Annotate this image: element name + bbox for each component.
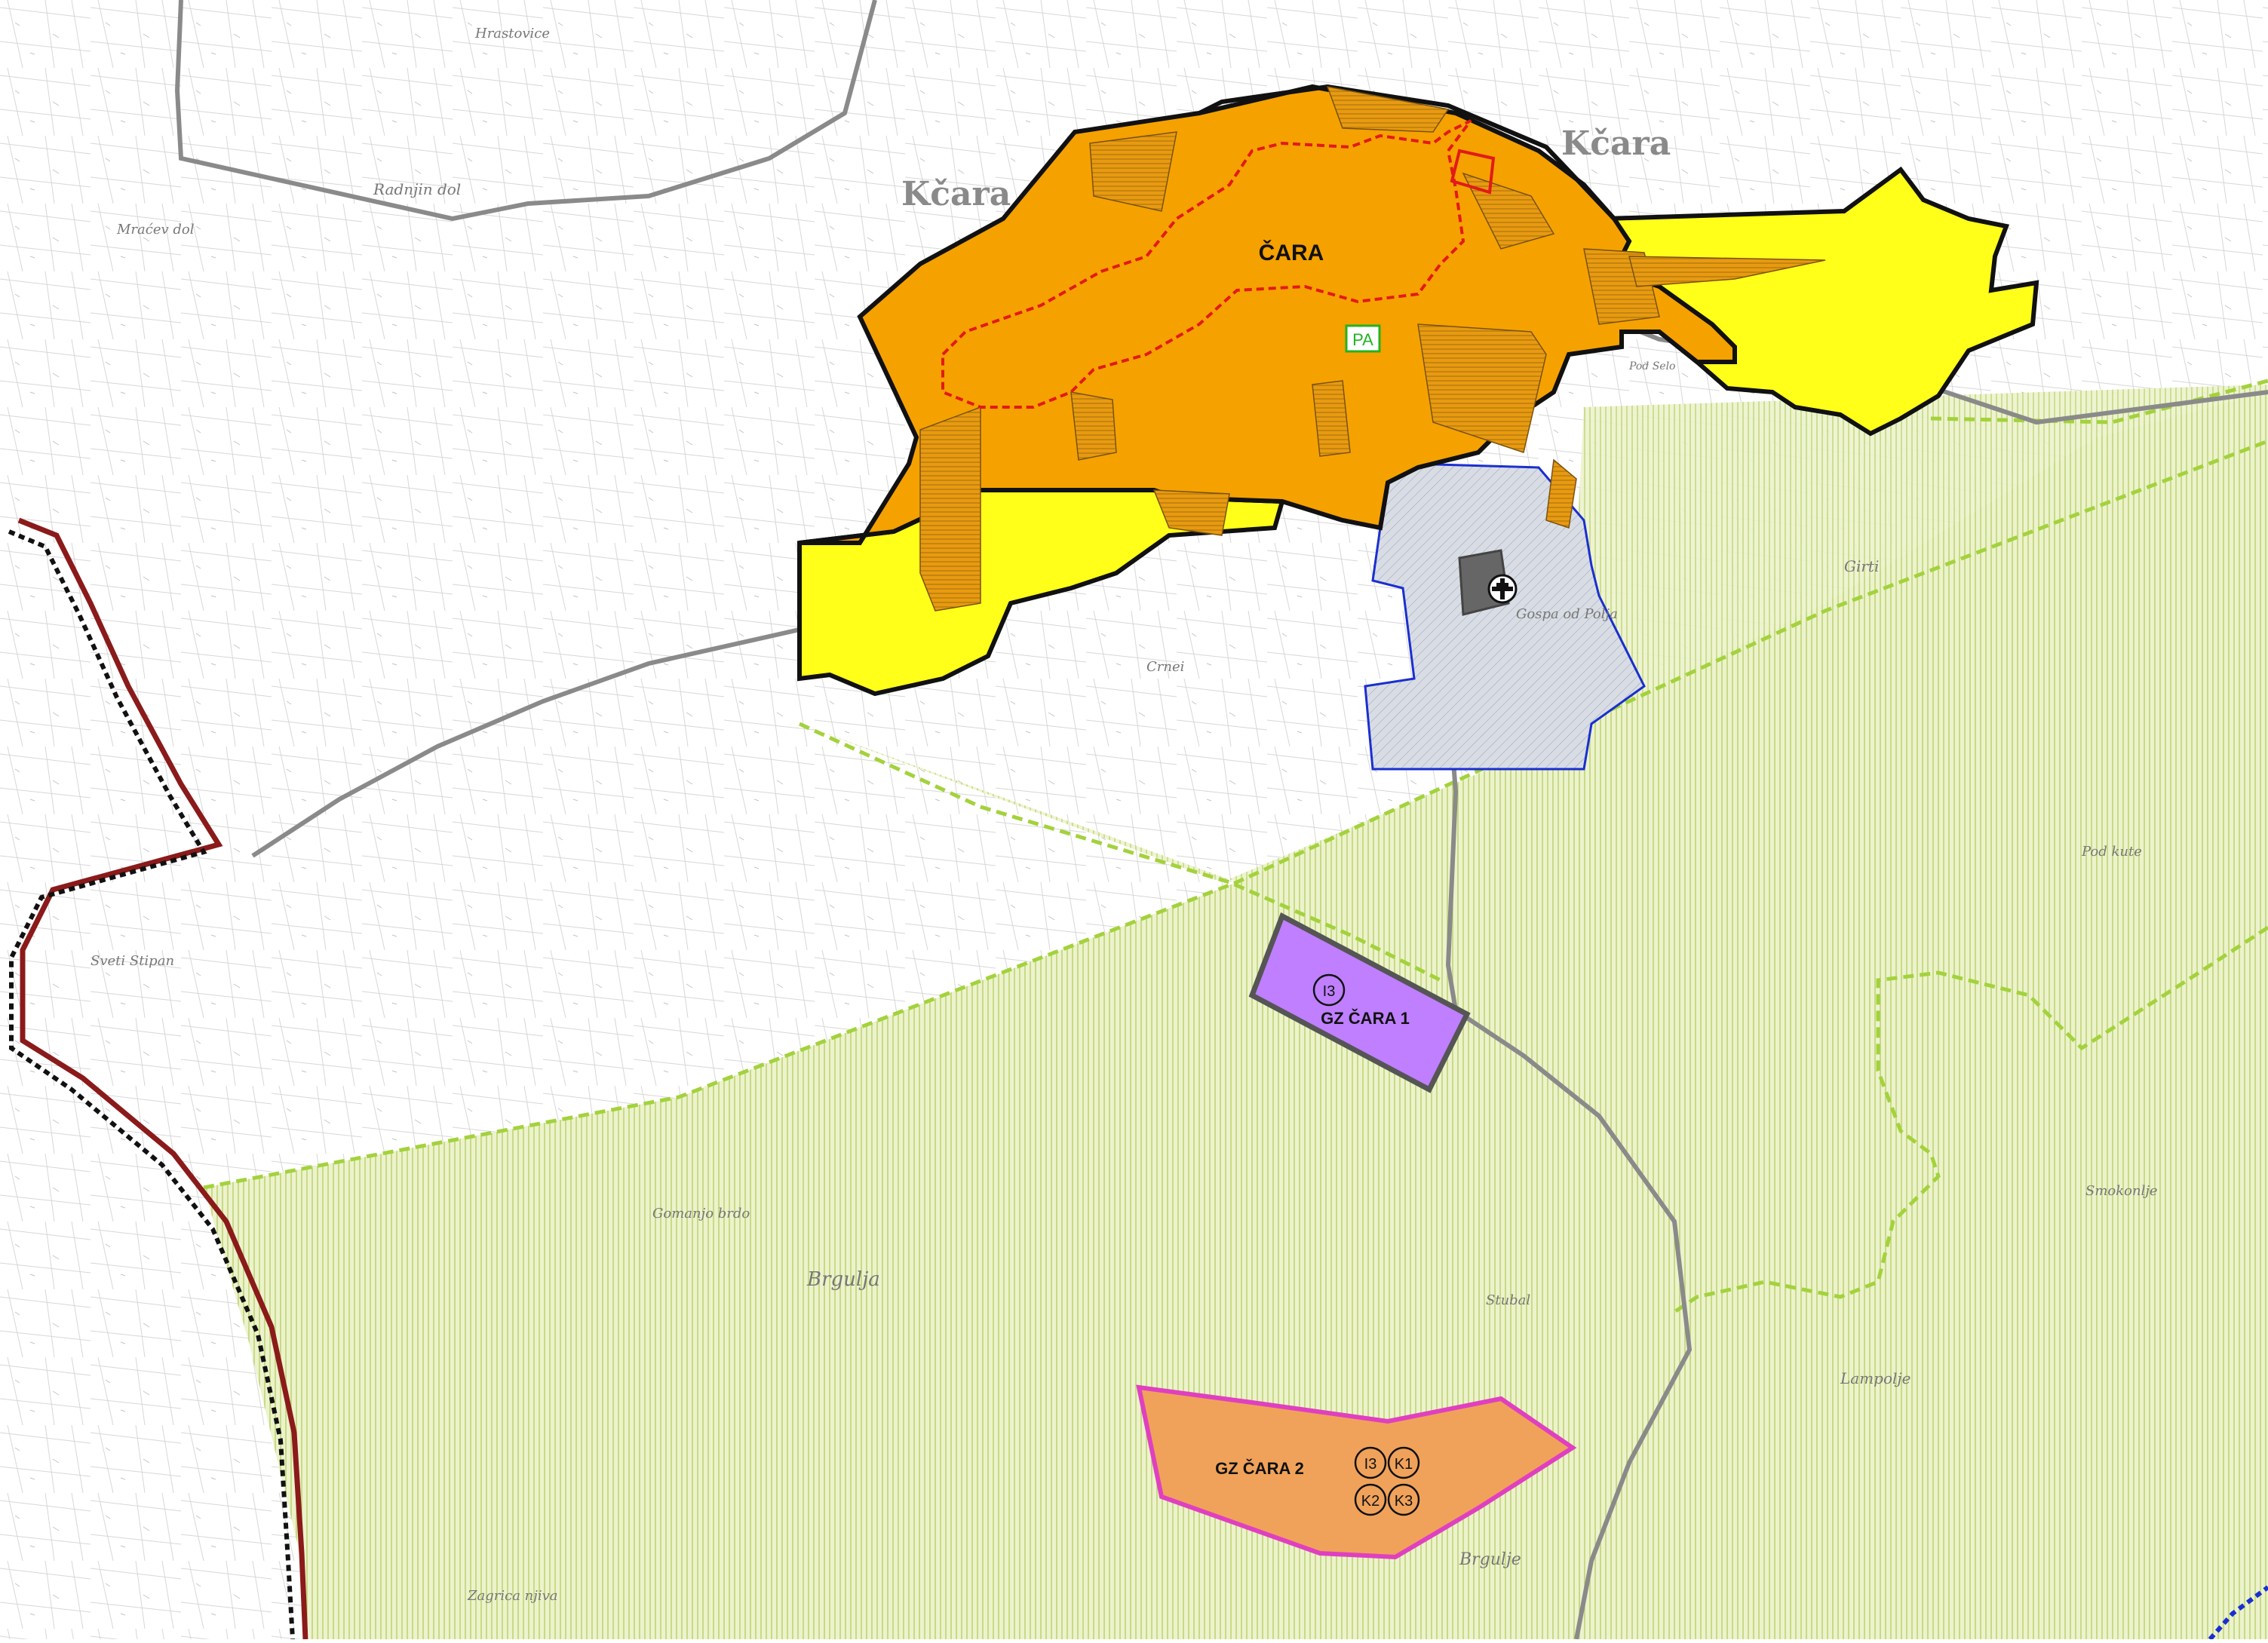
green-dashed-line-upper <box>798 722 1442 982</box>
place-name: Hrastovice <box>474 26 550 41</box>
green-dashed-line-right-loop <box>1673 925 2268 1314</box>
place-name: Sveti Stipan <box>91 953 174 969</box>
place-name: Zagrica njiva <box>467 1588 558 1604</box>
place-name: Girti <box>1844 557 1879 575</box>
green-dashed-line-right-top <box>1930 379 2268 425</box>
place-name: Pod kute <box>2081 844 2142 860</box>
old-name-east: Kčara <box>1561 124 1671 163</box>
municipal-boundary-dashed <box>8 529 295 1640</box>
zone2-code-i3: I3 <box>1364 1456 1377 1473</box>
zone2-code-k2: K2 <box>1361 1493 1380 1510</box>
green-dashed-line-diagonal <box>203 439 2268 1190</box>
parking-marker: PA <box>1345 324 1381 353</box>
zone2-code-k1: K1 <box>1395 1456 1413 1473</box>
old-name-west: Kčara <box>901 175 1011 213</box>
historic-core-outline <box>941 119 1472 409</box>
blue-boundary-edge <box>2208 1585 2268 1641</box>
municipal-boundary-red <box>17 517 308 1640</box>
place-name: Mraćev dol <box>116 222 195 238</box>
historic-core-box <box>1450 149 1496 195</box>
settlement-name: ČARA <box>1259 240 1324 265</box>
zone-gz-cara-1 <box>1248 912 1471 1093</box>
place-name: Stubal <box>1486 1292 1530 1308</box>
place-name: Gospa od Polja <box>1516 606 1618 622</box>
zone-gz-cara-2 <box>1136 1384 1577 1560</box>
zone1-code-text: I3 <box>1323 983 1336 1000</box>
built-settlement-north-outline <box>1198 84 1616 221</box>
zone-gz-cara-1-code-i3: I3 <box>1312 973 1346 1007</box>
place-name: Brgulje <box>1459 1550 1521 1569</box>
parking-label: PA <box>1352 330 1373 349</box>
cemetery-cross-icon <box>1487 574 1518 604</box>
development-area-east <box>1604 166 2039 437</box>
zone-gz-cara-2-label: GZ ČARA 2 <box>1215 1459 1304 1478</box>
zone-gz-cara-2-codes: I3 K1 K2 K3 <box>1354 1446 1420 1516</box>
road-north-upper <box>174 0 877 222</box>
place-name: Brgulja <box>806 1268 880 1291</box>
zone-gz-cara-1-label: GZ ČARA 1 <box>1321 1009 1410 1028</box>
place-name: Pod Selo <box>1628 360 1675 372</box>
place-name: Radnjin dol <box>373 180 461 198</box>
place-name: Lampolje <box>1840 1369 1910 1387</box>
zone2-code-k3: K3 <box>1395 1493 1413 1510</box>
place-names: Hrastovice Radnjin dol Mraćev dol Sveti … <box>91 26 2158 1604</box>
built-hatched-blocks <box>919 86 1826 612</box>
place-name: Smokonlje <box>2085 1183 2158 1199</box>
place-name: Gomanjo brdo <box>652 1206 750 1222</box>
place-name: Crnei <box>1146 659 1184 675</box>
agricultural-land-right <box>1546 385 2268 1320</box>
